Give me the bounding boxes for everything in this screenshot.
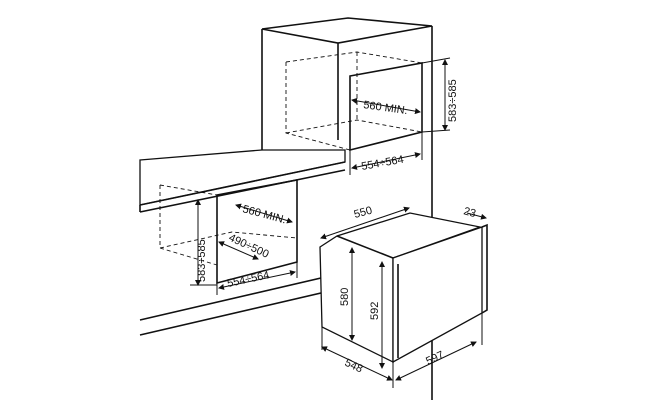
- oven-unit: [319, 206, 488, 388]
- under-counter-width-label: 554÷564: [226, 269, 270, 290]
- column-width-label: 554÷564: [360, 154, 404, 173]
- oven-front-width-label: 597: [424, 349, 446, 368]
- column-height-label: 583÷585: [447, 79, 459, 122]
- oven-body-height-label: 580: [339, 288, 351, 306]
- oven-front-height-label: 592: [369, 302, 381, 320]
- under-counter-cavity: [159, 179, 298, 295]
- under-counter-inner-depth-label: 490÷500: [227, 232, 271, 261]
- under-counter-height-label: 583÷585: [196, 239, 208, 282]
- oven-door-thickness-label: 23: [462, 205, 477, 220]
- under-counter-depth-label: 560 MIN.: [241, 203, 287, 226]
- oven-side-label: 548: [343, 357, 365, 376]
- column-depth-label: 560 MIN.: [363, 99, 409, 117]
- tall-column-cabinet: [261, 17, 451, 400]
- oven-depth-label: 550: [353, 205, 374, 221]
